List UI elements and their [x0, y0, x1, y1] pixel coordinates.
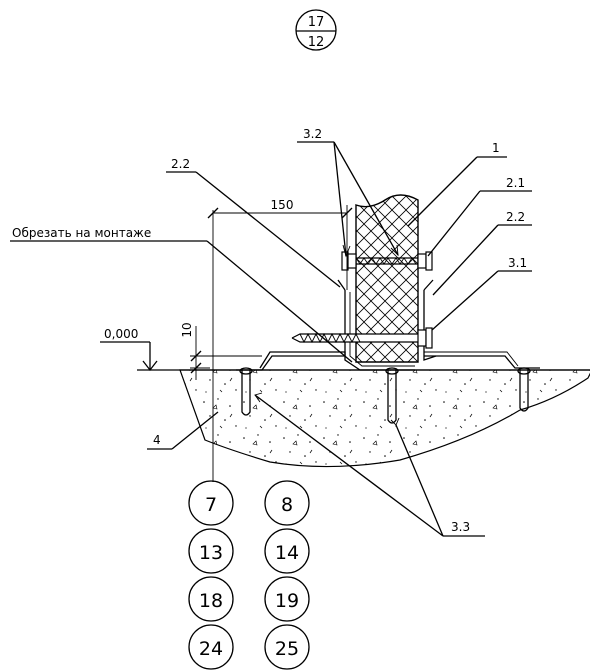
callout-3-2-label: 3.2: [303, 127, 322, 141]
callout-3-3: 3.3: [254, 392, 485, 537]
reference-circle: 24: [199, 638, 223, 660]
panel: [355, 194, 419, 363]
width-dimension-label: 150: [271, 198, 294, 212]
reference-circle: 25: [275, 638, 299, 660]
callout-3-2: 3.2: [297, 127, 399, 258]
height-dimension: 10: [180, 322, 262, 380]
section-marker: 17 12: [295, 9, 337, 51]
section-marker-top: 17: [308, 15, 325, 30]
reference-circle: 19: [275, 590, 299, 612]
callout-1: 1: [407, 141, 507, 227]
callout-4-label: 4: [153, 433, 161, 447]
reference-row: 7 8: [188, 480, 310, 526]
reference-circle: 7: [205, 494, 217, 516]
level-mark-label: 0,000: [104, 327, 138, 341]
callout-2-2-left-label: 2.2: [171, 157, 190, 171]
reference-circles: 7 8 13 14 18 19 24 25: [188, 480, 310, 670]
lower-screw: [291, 327, 433, 349]
reference-row: 13 14: [188, 528, 310, 574]
reference-row: 24 25: [188, 624, 310, 670]
callout-2-2-right: 2.2: [432, 210, 532, 296]
callout-3-1: 3.1: [431, 256, 532, 331]
reference-circle: 8: [281, 494, 293, 516]
trim-note: Обрезать на монтаже: [10, 226, 353, 363]
reference-circle: 14: [275, 542, 299, 564]
section-marker-bottom: 12: [308, 35, 325, 50]
height-dimension-label: 10: [180, 322, 194, 337]
top-bolt: [341, 251, 433, 271]
reference-row: 18 19: [188, 576, 310, 622]
callout-2-1: 2.1: [427, 176, 532, 257]
trim-note-label: Обрезать на монтаже: [12, 226, 151, 240]
base-angle-right: [424, 351, 540, 369]
callout-2-2-right-label: 2.2: [506, 210, 525, 224]
anchors: [239, 367, 531, 424]
width-dimension: 150: [207, 198, 353, 290]
callout-3-1-label: 3.1: [508, 256, 527, 270]
reference-circle: 18: [199, 590, 223, 612]
callout-2-1-label: 2.1: [506, 176, 525, 190]
level-mark: 0,000: [100, 327, 180, 372]
callout-4: 4: [147, 411, 219, 450]
callout-3-3-label: 3.3: [451, 520, 470, 534]
callout-1-label: 1: [492, 141, 500, 155]
reference-circle: 13: [199, 542, 223, 564]
callout-2-2-left: 2.2: [166, 157, 341, 288]
base-angle-left: [236, 351, 346, 371]
